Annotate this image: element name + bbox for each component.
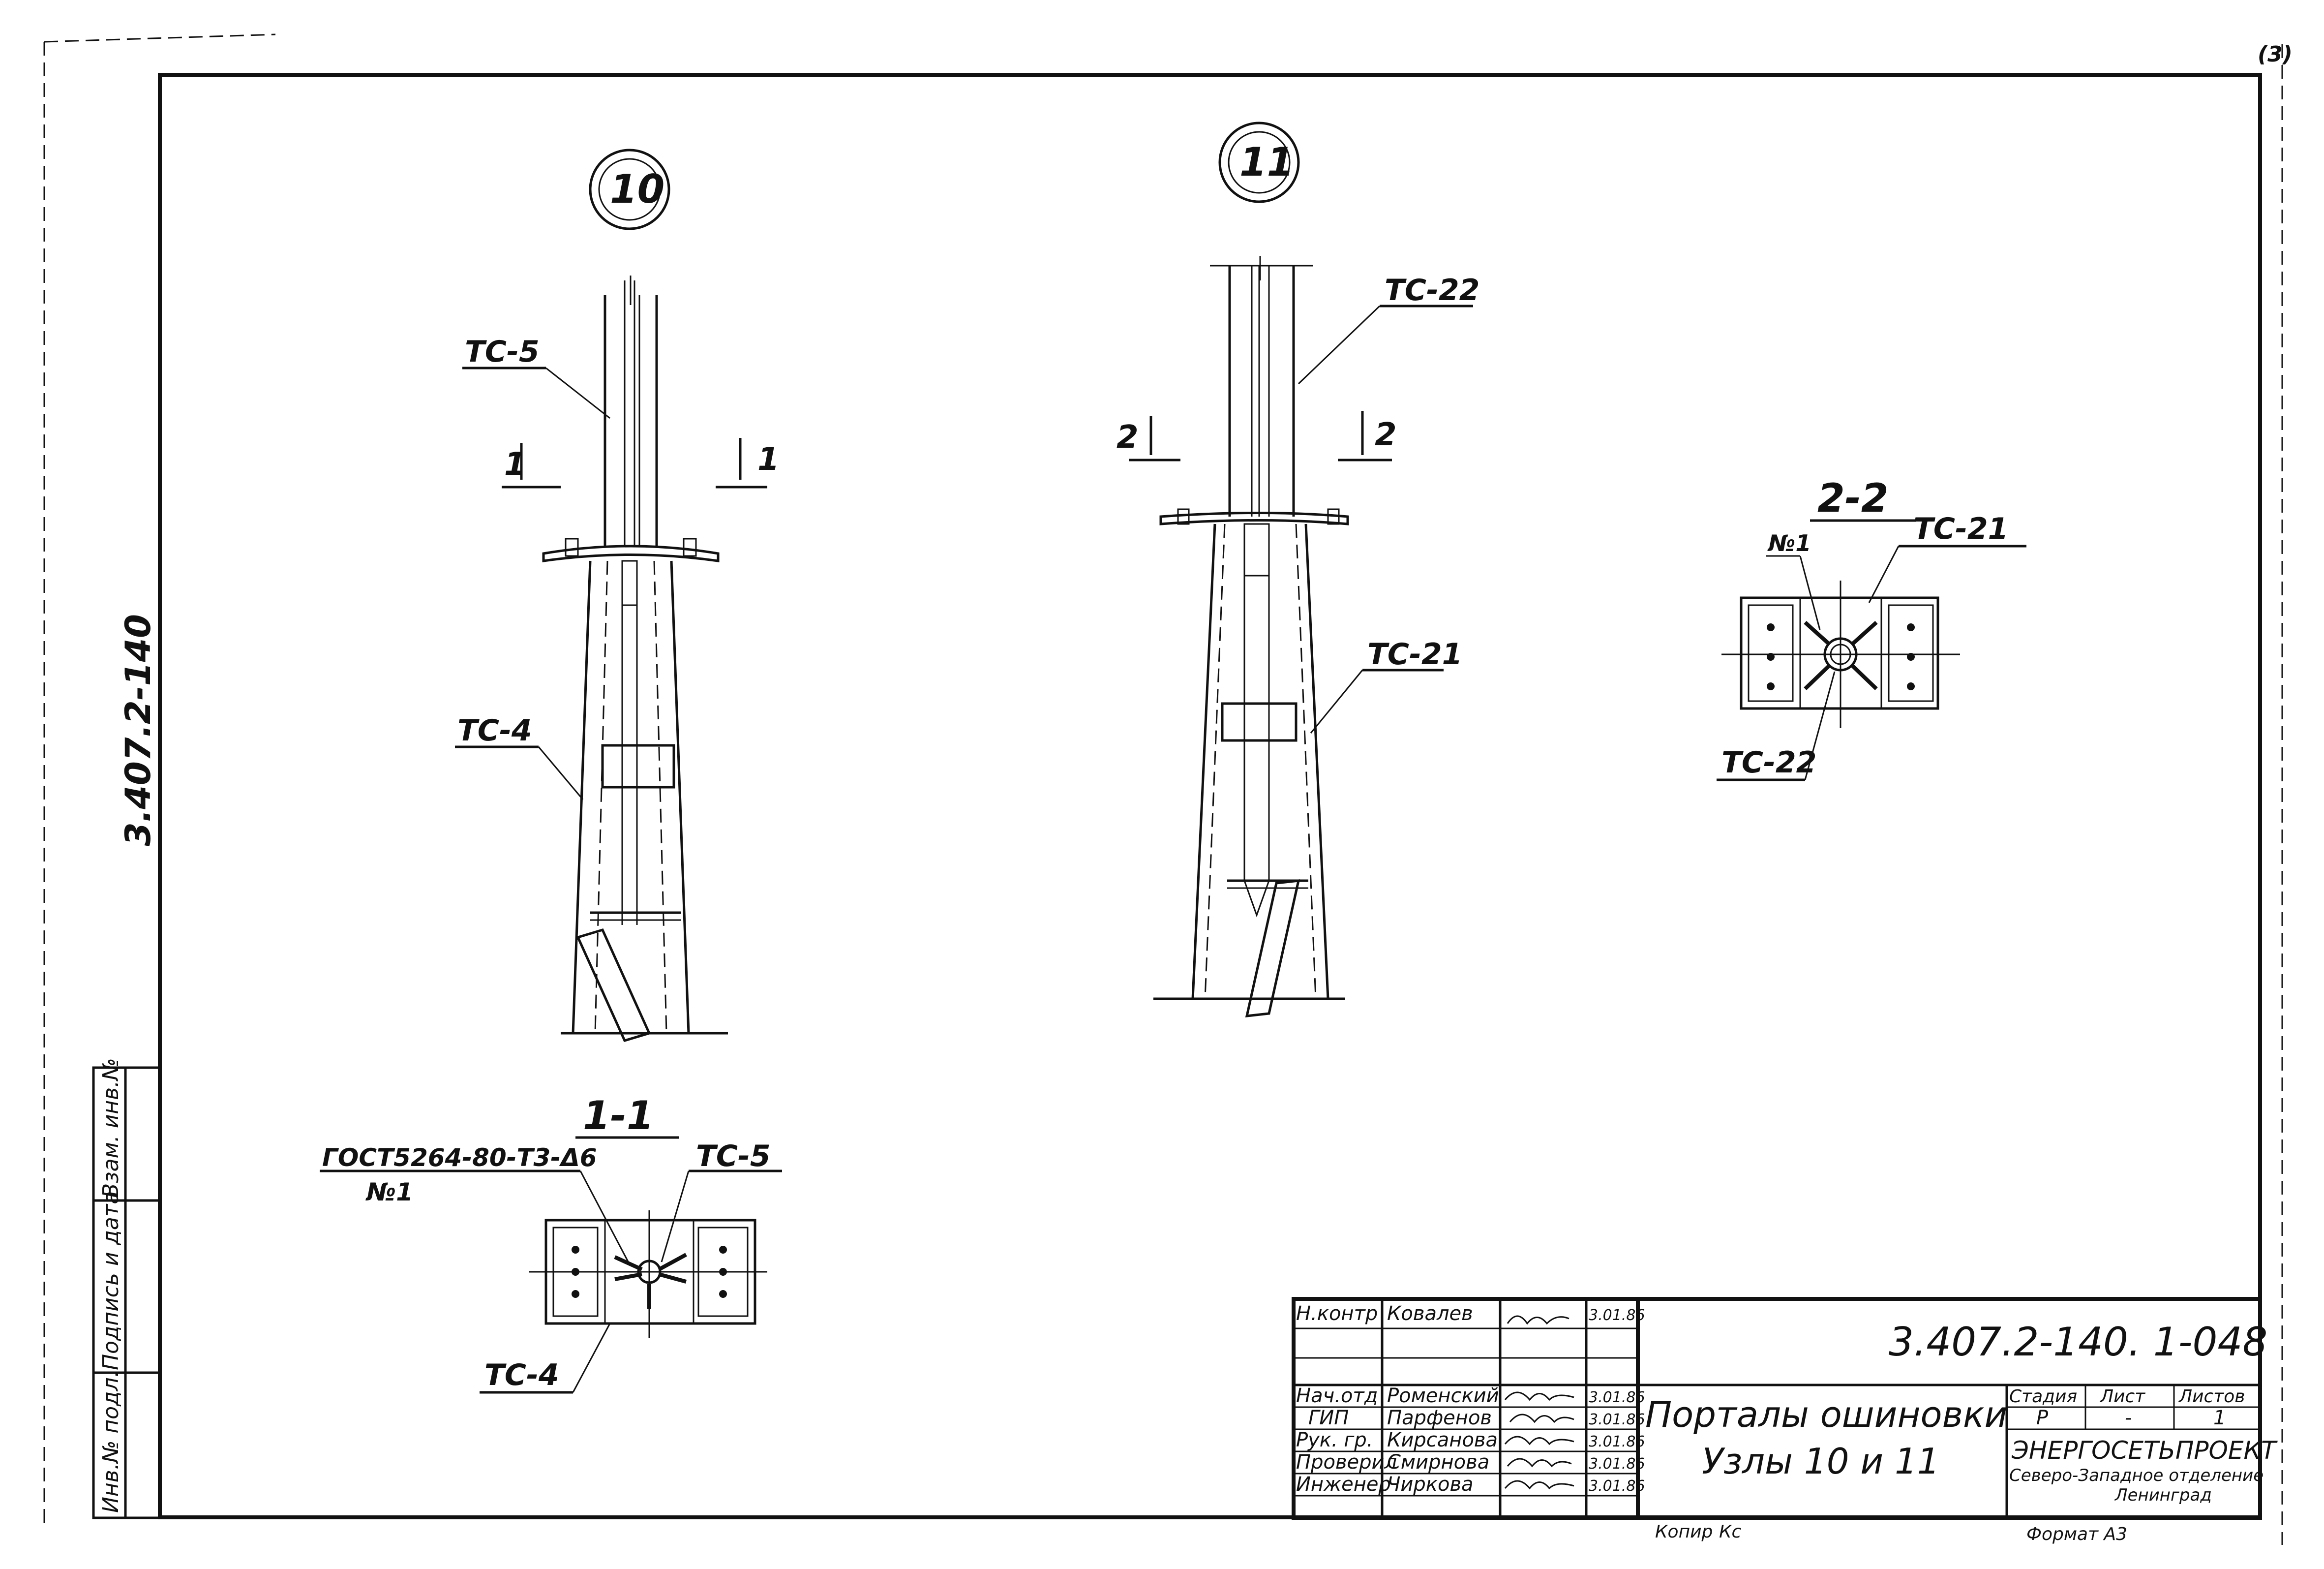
tb-date-6: 3.01.86 <box>1589 1477 1645 1495</box>
strip-vzam-inv: Взам. инв.№ <box>98 1058 123 1198</box>
signature-3 <box>1509 1414 1574 1423</box>
tb-copied: Копир <box>1655 1522 1713 1542</box>
tb-format: Формат А3 <box>2026 1524 2127 1544</box>
tc21-upper-label: ТС-21 <box>1367 637 1462 672</box>
left-strip: Инв.№ подл. Подпись и дата Взам. инв.№ <box>92 1058 161 1519</box>
tb-name-4: Кирсанова <box>1387 1429 1498 1451</box>
node-11-marker-inner <box>1228 131 1291 194</box>
tb-role-6: Инженер <box>1296 1473 1391 1496</box>
section-1-1-tc5-label: ТС-5 <box>696 1139 771 1173</box>
tb-role-5: Проверил <box>1296 1451 1397 1474</box>
gost-label: ГОСТ5264-80-Т3-Δ6 <box>322 1143 597 1172</box>
section-2-2: 2-2 <box>1721 475 1960 728</box>
signature-6 <box>1504 1480 1574 1490</box>
node-10-marker-outer <box>589 149 670 230</box>
tb-date-4: 3.01.86 <box>1589 1433 1645 1450</box>
signature-5 <box>1507 1458 1572 1468</box>
tb-role-3: ГИП <box>1308 1407 1349 1429</box>
title-block: Н.контр Ковалев 3.01.86 Нач.отд Роменски… <box>1292 1297 2278 1520</box>
section-1-1-tc4-label: ТС-4 <box>484 1358 559 1392</box>
signature-4 <box>1504 1436 1574 1446</box>
tb-org-line1: ЭНЕРГОСЕТЬПРОЕКТ <box>2011 1436 2278 1465</box>
strip-inv-podl: Инв.№ подл. <box>98 1370 123 1513</box>
tc22-upper-label: ТС-22 <box>1385 273 1479 308</box>
tc5-upper-label: ТС-5 <box>465 335 540 369</box>
section-2-2-tc21-label: ТС-21 <box>1913 512 2008 546</box>
signature-2 <box>1504 1391 1574 1401</box>
tb-sheet-header: Лист <box>2099 1386 2145 1407</box>
tb-org-line2: Северо-Западное отделение <box>2009 1466 2264 1485</box>
tb-role-2: Нач.отд <box>1296 1384 1378 1407</box>
node-10-elevation: 10 <box>542 149 728 1043</box>
node-10-callouts: ТС-5 ТС-4 1 1 <box>455 335 780 800</box>
section-2-2-title: 2-2 <box>1817 475 1889 521</box>
node-11-marker-outer <box>1218 122 1300 203</box>
tb-date-2: 3.01.86 <box>1589 1389 1645 1406</box>
gost-sub-label: №1 <box>365 1178 413 1206</box>
tb-role-0: Н.контр <box>1296 1302 1378 1325</box>
section-2-2-n1-label: №1 <box>1767 530 1811 556</box>
tb-role-4: Рук. гр. <box>1296 1429 1373 1451</box>
node-10-marker-inner <box>598 158 661 221</box>
node-11-callouts: ТС-22 ТС-21 2 2 <box>1117 273 1479 734</box>
tb-name-0: Ковалев <box>1387 1302 1473 1325</box>
tb-copier-signature: Кс <box>1719 1522 1742 1542</box>
tb-date-0: 3.01.86 <box>1589 1307 1645 1324</box>
tb-date-5: 3.01.86 <box>1589 1455 1645 1473</box>
section-2-2-callouts: №1 ТС-21 ТС-22 <box>1717 512 2026 781</box>
tb-stage-header: Стадия <box>2009 1386 2077 1407</box>
tb-sheets-value: 1 <box>2213 1407 2226 1429</box>
side-stamp: 3.407.2-140 <box>118 614 158 846</box>
cut-2-right-label: 2 <box>1375 417 1397 453</box>
section-1-1-callouts: ГОСТ5264-80-Т3-Δ6 №1 ТС-5 ТС-4 <box>320 1139 782 1394</box>
tb-doc-code: 3.407.2-140. 1-048 <box>1889 1319 2267 1365</box>
node-10-label: 10 <box>610 166 664 212</box>
signature-0 <box>1507 1315 1569 1325</box>
section-1-1: 1-1 <box>529 1093 767 1338</box>
corner-stamp: (3) <box>2258 42 2293 67</box>
top-edge-line <box>44 33 276 43</box>
tb-sheet-value: - <box>2125 1407 2132 1429</box>
section-2-2-tc22-label: ТС-22 <box>1721 745 1816 780</box>
node-11-label: 11 <box>1239 139 1294 185</box>
section-1-1-title: 1-1 <box>583 1093 654 1138</box>
node-11-collar <box>1221 702 1298 742</box>
node-11-elevation: 11 <box>1153 122 1349 1017</box>
tb-name-6: Чиркова <box>1387 1473 1474 1496</box>
tb-stage-value: Р <box>2036 1407 2049 1429</box>
tb-title-line2: Узлы 10 и 11 <box>1702 1441 1940 1482</box>
tb-name-5: Смирнова <box>1387 1451 1489 1474</box>
tb-date-3: 3.01.86 <box>1589 1411 1645 1428</box>
strip-podpis-data: Подпись и дата <box>98 1191 123 1370</box>
tb-org-line3: Ленинград <box>2114 1485 2212 1505</box>
tc4-label: ТС-4 <box>457 713 532 748</box>
cut-2-left-label: 2 <box>1117 419 1139 456</box>
tb-name-3: Парфенов <box>1387 1407 1492 1429</box>
tb-title-line1: Порталы ошиновки <box>1645 1394 2007 1435</box>
tb-name-2: Роменский <box>1387 1384 1499 1407</box>
tb-sheets-header: Листов <box>2178 1386 2245 1407</box>
cut-1-left-label: 1 <box>504 446 526 483</box>
sheet-frame <box>158 73 2262 1519</box>
node-10-collar <box>601 744 675 789</box>
cut-1-right-label: 1 <box>757 441 780 478</box>
